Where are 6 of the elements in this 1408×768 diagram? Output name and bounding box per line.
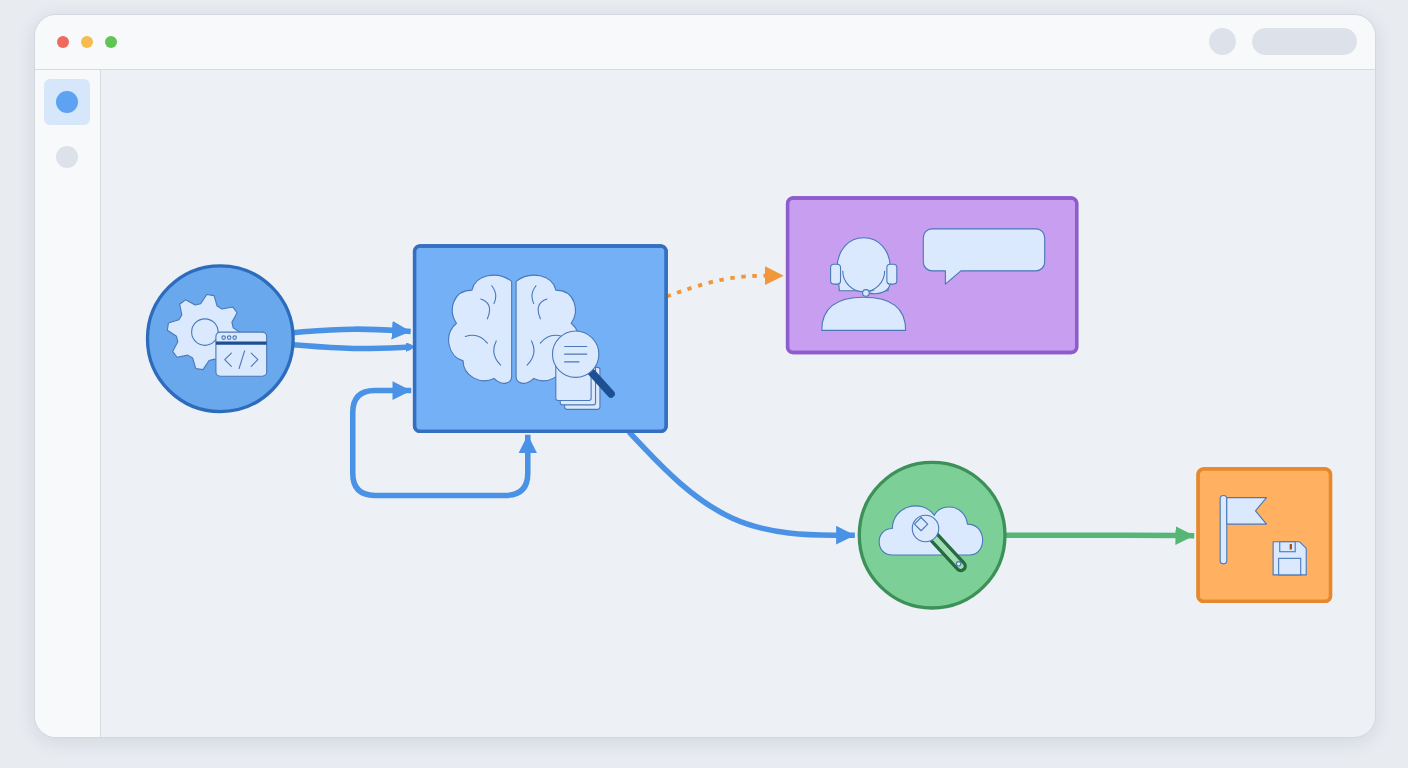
circle-node xyxy=(145,264,295,414)
box-node xyxy=(412,244,668,434)
loop-arrow xyxy=(350,381,538,499)
circle-node xyxy=(857,460,1007,610)
box-node xyxy=(1196,467,1333,604)
box-node xyxy=(785,196,1079,355)
